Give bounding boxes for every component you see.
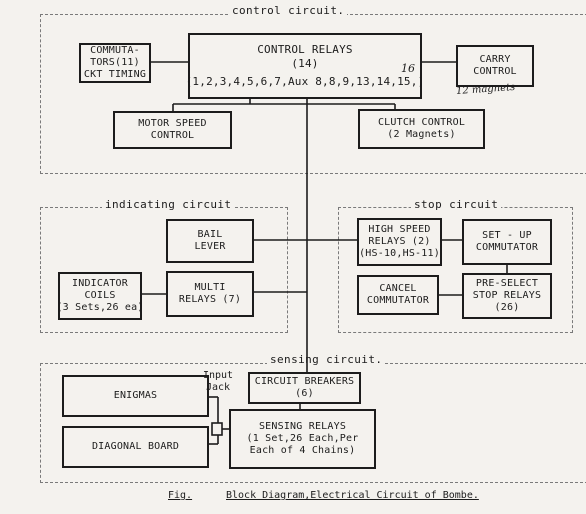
stop-circuit-title: stop circuit — [411, 198, 502, 211]
clutch-control-box: CLUTCH CONTROL (2 Magnets) — [358, 109, 485, 149]
motor-speed-control-box: MOTOR SPEED CONTROL — [113, 111, 232, 149]
control-circuit-title: control circuit. — [229, 4, 348, 17]
control-relays-count: (14) — [291, 57, 319, 70]
circuit-breakers-box: CIRCUIT BREAKERS (6) — [248, 372, 361, 404]
indicator-coils-box: INDICATOR COILS (3 Sets,26 ea) — [56, 272, 143, 320]
setup-commutator-box: SET - UP COMMUTATOR — [462, 219, 552, 265]
commutators-box: COMMUTA- TORS(11) CKT TIMING — [79, 43, 151, 83]
bail-lever-box: BAIL LEVER — [166, 219, 254, 263]
cancel-commutator-box: CANCEL COMMUTATOR — [357, 275, 439, 315]
multi-relays-box: MULTI RELAYS (7) — [166, 271, 254, 317]
high-speed-relays-box: HIGH SPEED RELAYS (2) (HS-10,HS-11) — [357, 218, 442, 266]
figure-caption-text: Block Diagram,Electrical Circuit of Bomb… — [226, 490, 479, 501]
control-relays-list: (1,2,3,4,5,6,7,Aux 8,8,9,13,14,15,) — [185, 75, 425, 88]
carry-control-box: CARRY CONTROL — [456, 45, 534, 87]
control-relays-title: CONTROL RELAYS — [257, 43, 353, 56]
input-jack-label: Input Jack — [202, 370, 234, 393]
preselect-stop-relays-box: PRE-SELECT STOP RELAYS (26) — [462, 273, 552, 319]
diagonal-board-box: DIAGONAL BOARD — [62, 426, 209, 468]
indicating-circuit-title: indicating circuit — [102, 198, 235, 211]
sensing-relays-box: SENSING RELAYS (1 Set,26 Each,Per Each o… — [229, 409, 376, 469]
control-relays-box: CONTROL RELAYS (14) (1,2,3,4,5,6,7,Aux 8… — [185, 33, 425, 99]
sensing-circuit-title: sensing circuit. — [267, 353, 386, 366]
control-relays-handwritten-number: 16 — [401, 62, 415, 75]
enigmas-box: ENIGMAS — [62, 375, 209, 417]
figure-caption-label: Fig. — [168, 490, 193, 501]
